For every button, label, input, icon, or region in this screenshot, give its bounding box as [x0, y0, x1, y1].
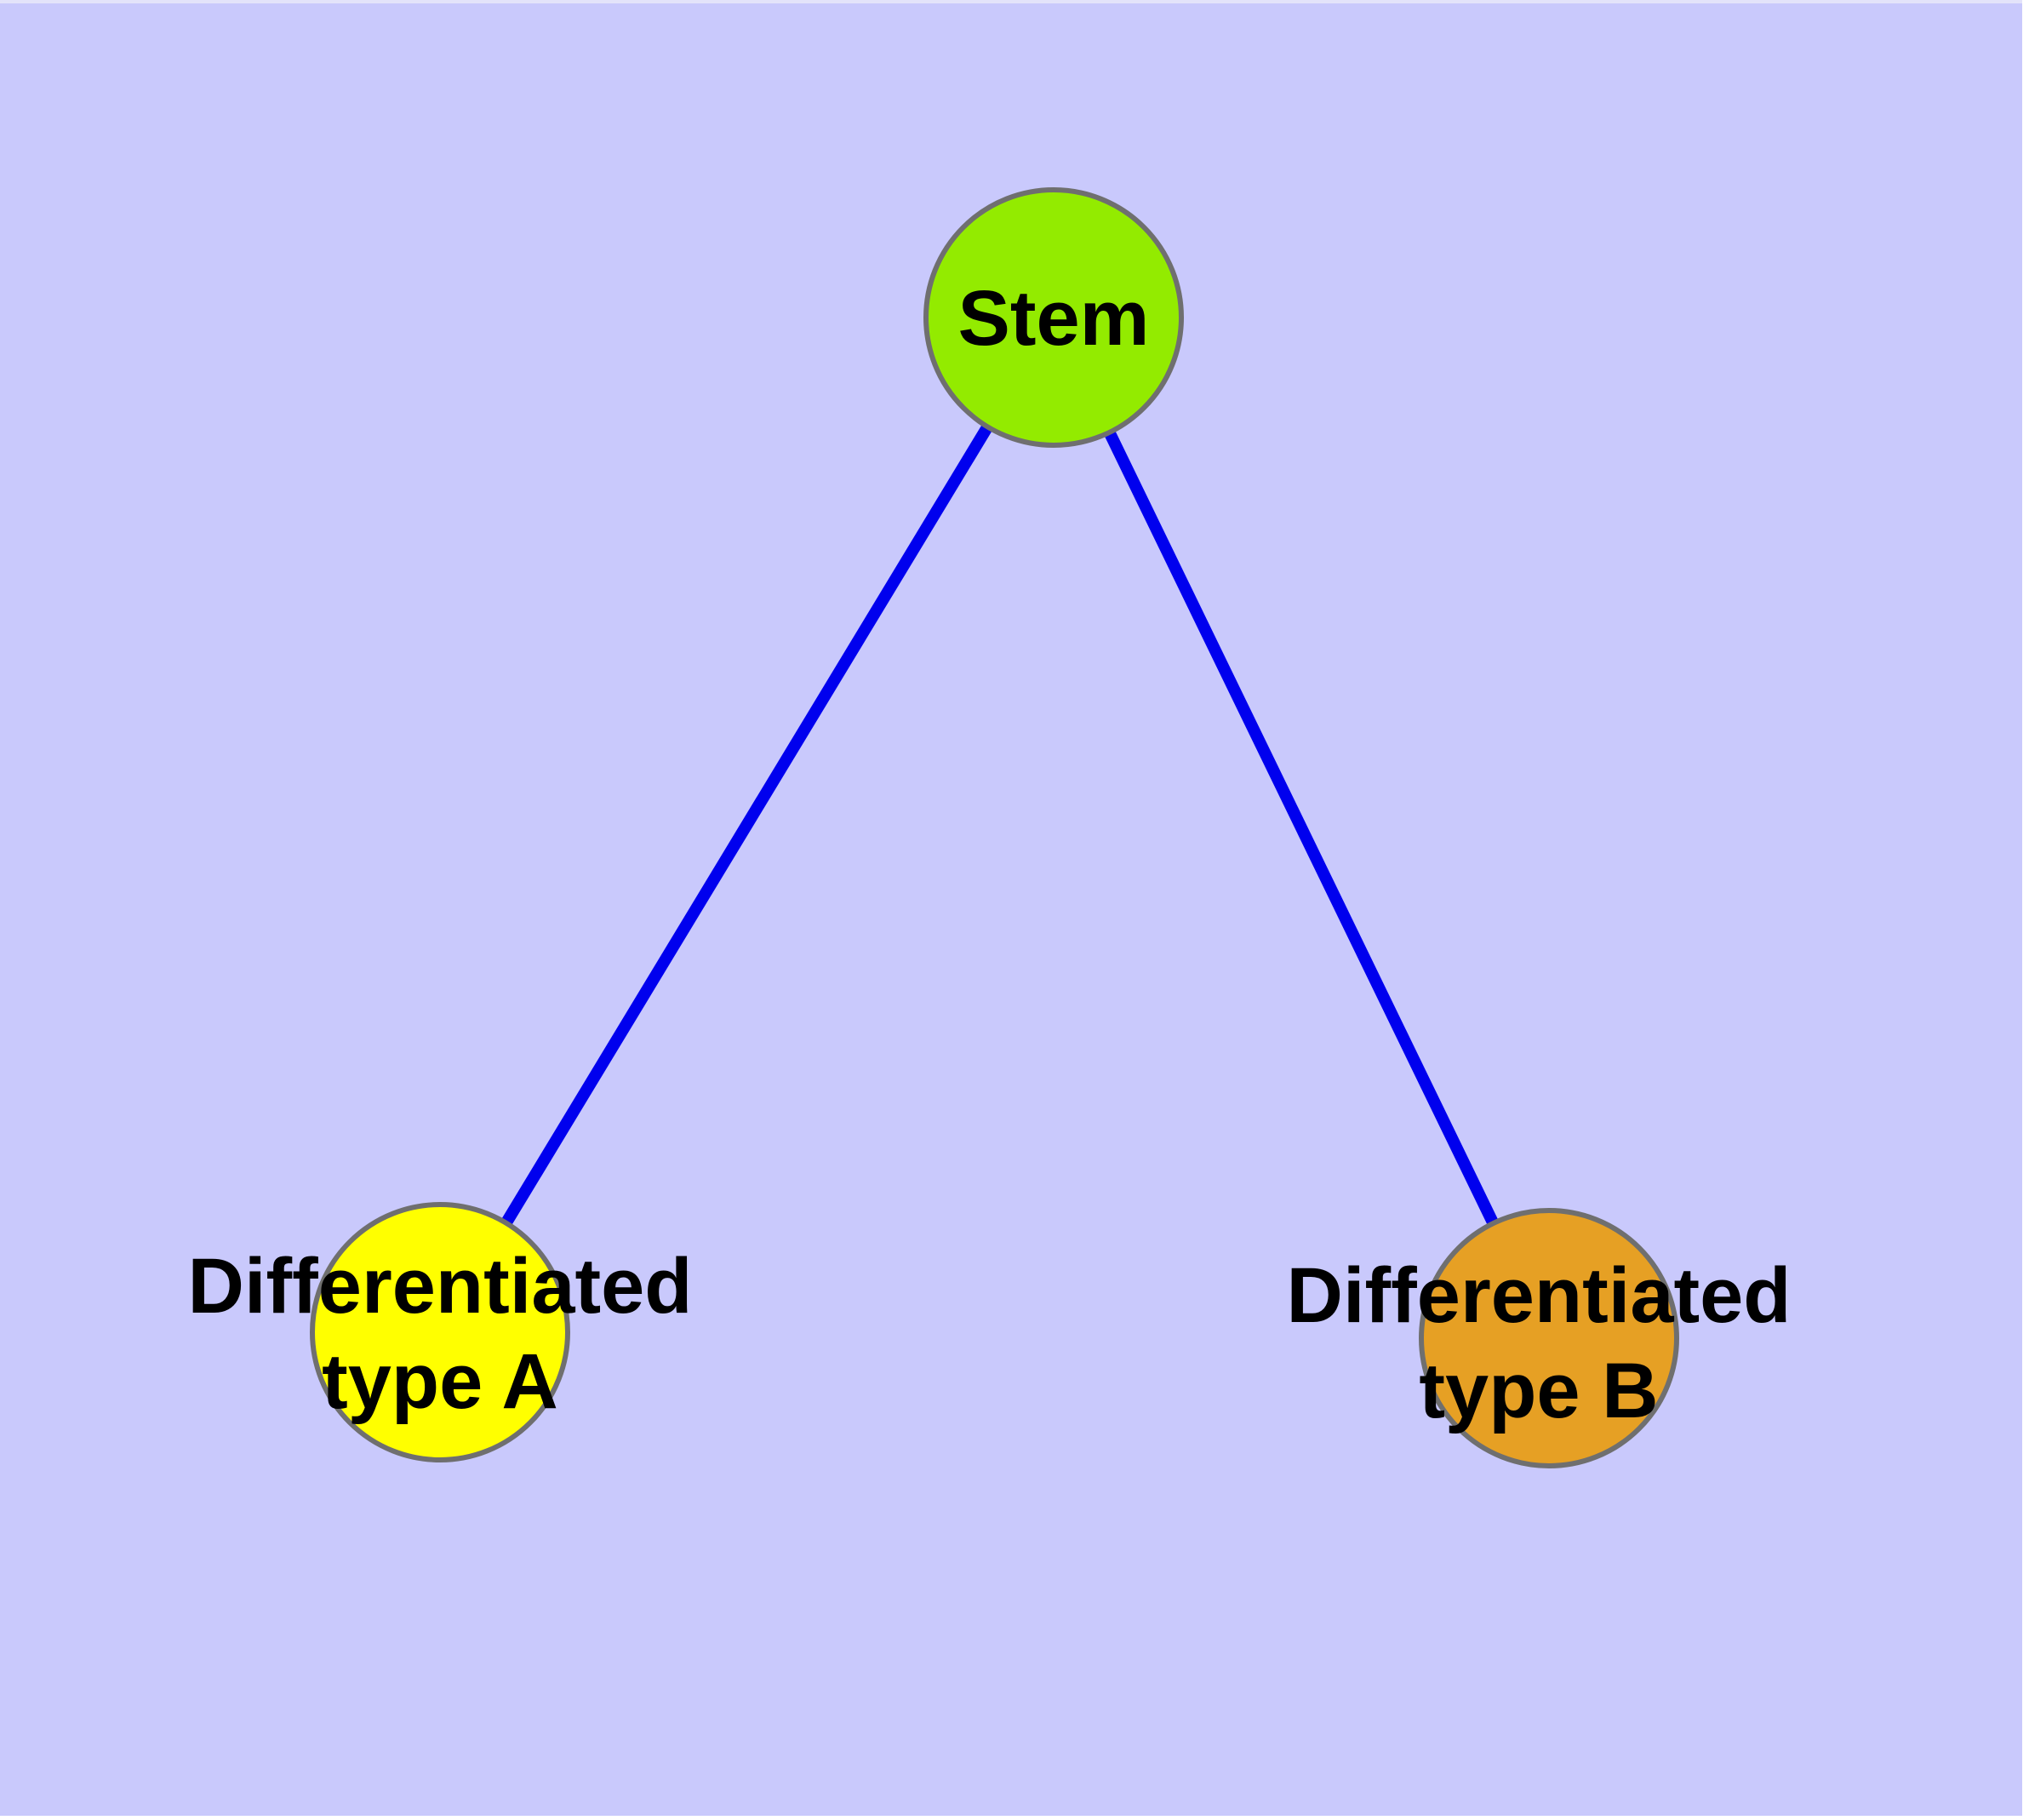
node-type-a-circle[interactable] — [310, 1202, 570, 1462]
edge-stem-to-type-a[interactable] — [435, 314, 1059, 1336]
node-stem-circle[interactable] — [923, 187, 1184, 448]
canvas-top-edge-highlight — [0, 0, 2022, 3]
edge-stem-to-type-b[interactable] — [1048, 314, 1555, 1342]
node-type-b-circle[interactable] — [1419, 1208, 1679, 1468]
